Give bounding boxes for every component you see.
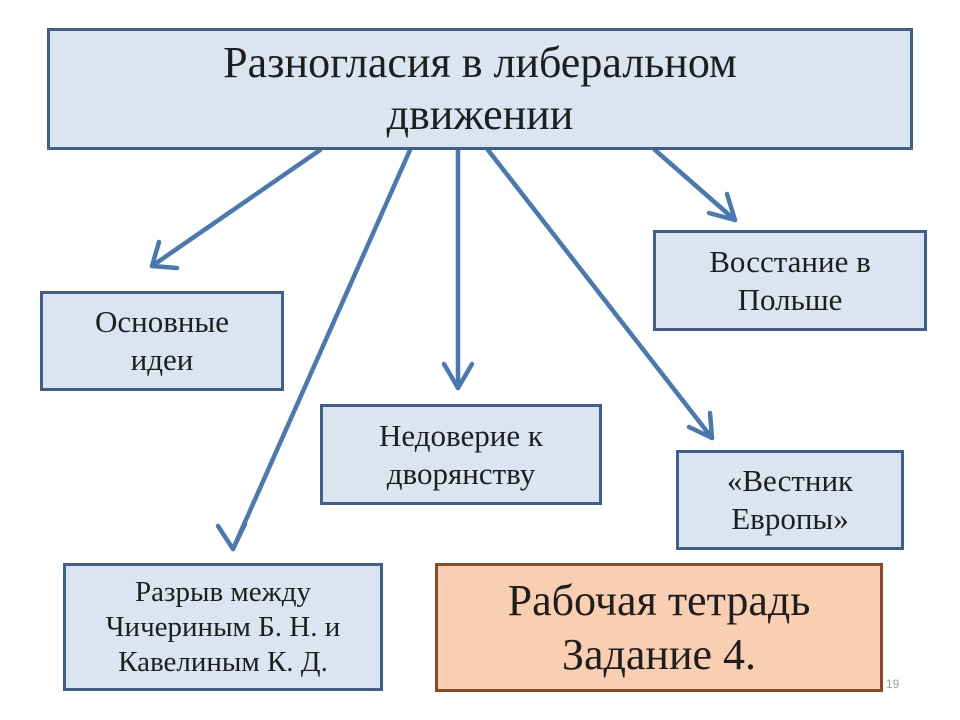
workbook-box: Рабочая тетрадь Задание 4. [435,563,883,692]
title-line-1: Разногласия в либеральном [223,38,737,87]
vestnik-box: «Вестник Европы» [676,450,904,550]
ideas-box: Основные идеи [40,291,284,391]
arrow-to-ideas [149,147,323,271]
distrust-box: Недоверие к дворянству [320,404,602,505]
poland-line-2: Польше [737,281,843,317]
diagram-title-box: Разногласия в либеральном движении [47,28,913,150]
arrow-to-rift [215,147,413,552]
workbook-line-2: Задание 4. [561,629,757,679]
rift-box: Разрыв между Чичериным Б. Н. и Кавелиным… [63,563,383,691]
distrust-line-1: Недоверие к [379,417,543,453]
vestnik-line-2: Европы» [731,501,849,536]
workbook-line-1: Рабочая тетрадь [507,575,811,625]
rift-line-2: Чичериным Б. Н. и [105,610,341,643]
arrow-to-vestnik [485,147,715,441]
rift-line-3: Кавелиным К. Д. [118,645,328,678]
title-line-2: движении [386,90,574,139]
slide-number: 19 [886,677,900,691]
distrust-line-2: дворянству [386,455,536,491]
vestnik-line-1: «Вестник [726,463,854,498]
rift-line-1: Разрыв между [135,575,311,608]
ideas-line-1: Основные [94,304,230,339]
ideas-line-2: идеи [130,342,194,377]
poland-line-1: Восстание в [709,243,871,279]
arrow-to-distrust [441,147,475,391]
poland-uprising-box: Восстание в Польше [653,230,927,331]
arrow-to-poland [652,147,738,223]
